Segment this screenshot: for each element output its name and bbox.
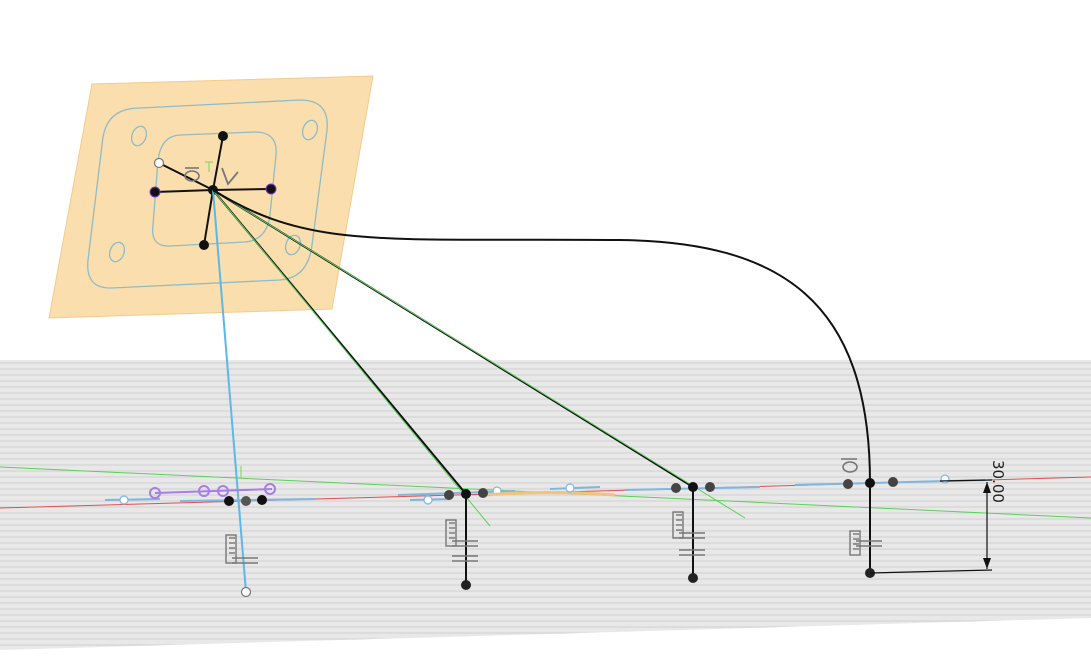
profile-outer-outline[interactable] xyxy=(87,99,328,289)
fix-constraint-icon[interactable] xyxy=(184,167,200,182)
profile-inner-outline[interactable] xyxy=(151,131,277,247)
dimension-value-label[interactable]: 30.00 xyxy=(989,460,1007,503)
perpendicular-constraint-icon[interactable] xyxy=(221,167,239,186)
tangent-constraint-icon xyxy=(841,458,858,473)
station-3-fix-constraint-icon xyxy=(672,511,705,556)
station-1-constraint-point xyxy=(149,487,161,499)
cross-point-left[interactable] xyxy=(149,186,161,198)
station-2-fix-constraint-icon xyxy=(445,519,478,562)
station-2[interactable] xyxy=(397,483,616,590)
center-cross[interactable] xyxy=(154,135,272,246)
ground-plane[interactable] xyxy=(0,360,1091,650)
path-selected[interactable] xyxy=(212,189,247,593)
cross-point-open[interactable] xyxy=(153,157,165,169)
cross-point-right[interactable] xyxy=(265,183,277,195)
path-2-green xyxy=(212,189,491,527)
hole-top-right[interactable] xyxy=(300,118,320,142)
station-4-fix-constraint-icon xyxy=(849,530,882,556)
station-3[interactable] xyxy=(624,482,761,583)
station-1[interactable] xyxy=(104,466,316,598)
cross-point-top[interactable] xyxy=(218,131,228,141)
station-3-end-point xyxy=(688,573,698,583)
hole-bottom-right[interactable] xyxy=(283,233,303,257)
station-1-end-point xyxy=(240,586,252,598)
station-2-end-point xyxy=(461,580,471,590)
cross-point-bottom[interactable] xyxy=(199,240,209,250)
hole-bottom-left[interactable] xyxy=(107,240,127,264)
hole-top-left[interactable] xyxy=(129,124,149,148)
coincident-constraint-icon[interactable] xyxy=(205,161,213,172)
path-3-green xyxy=(212,189,746,519)
path-4-spline[interactable] xyxy=(212,189,871,484)
dimension-30[interactable]: 30.00 xyxy=(869,460,1007,574)
station-1-fix-constraint-icon xyxy=(225,534,258,564)
